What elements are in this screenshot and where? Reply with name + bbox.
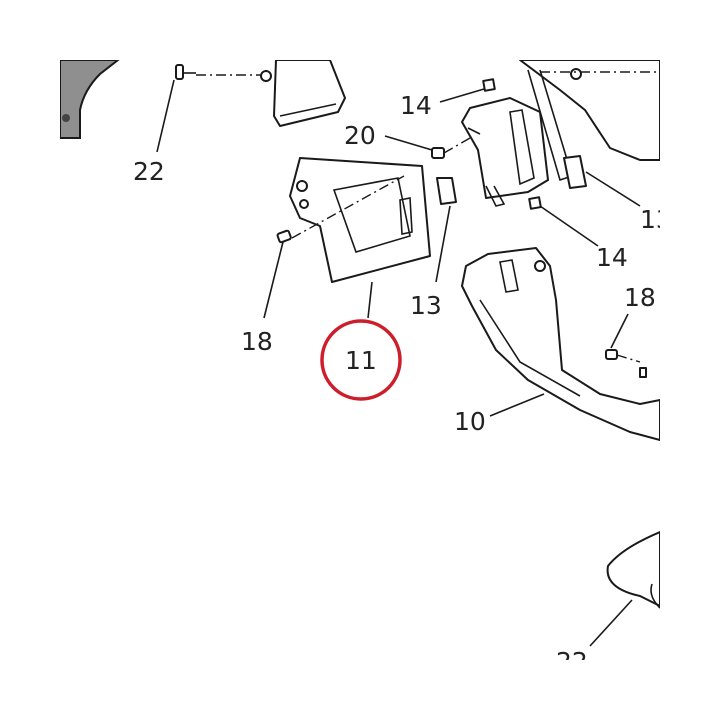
leader-lines	[156, 79, 641, 647]
label-22-top: 22	[133, 157, 165, 186]
pad-14-mid	[528, 196, 542, 210]
bracket-top-center	[260, 60, 346, 127]
label-13-mid: 13	[410, 291, 442, 320]
label-13-right: 13	[640, 205, 672, 234]
part-10-cover	[461, 247, 660, 441]
latch-assembly	[461, 97, 549, 207]
highlight-circle	[320, 319, 402, 401]
label-14-mid: 14	[596, 243, 628, 272]
label-10: 10	[454, 407, 486, 436]
screw-20	[431, 137, 471, 159]
label-22-bottom: 22	[556, 647, 588, 676]
screw-22-top	[175, 64, 268, 80]
label-11: 11	[345, 346, 377, 375]
part-11-plate	[289, 157, 431, 283]
screw-18-left	[276, 229, 292, 244]
bracket-top-left	[60, 60, 120, 139]
pad-14-top	[482, 78, 496, 92]
spacer-13-right	[563, 155, 587, 189]
label-18-right: 18	[624, 283, 656, 312]
part-22-bottom	[606, 531, 660, 609]
spacer-13-mid	[436, 177, 457, 205]
label-20: 20	[344, 121, 376, 150]
screw-18-right	[605, 349, 647, 378]
label-18-left: 18	[241, 327, 273, 356]
label-14-top: 14	[400, 91, 432, 120]
body-upper-right	[519, 60, 660, 182]
